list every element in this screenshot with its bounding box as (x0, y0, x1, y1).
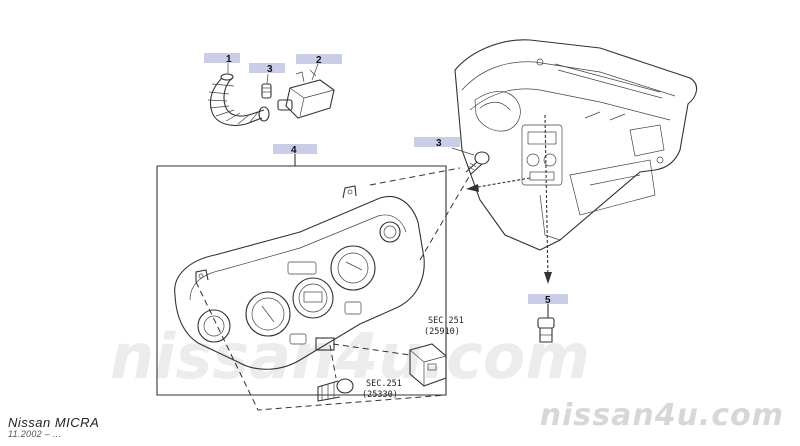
center-watermark: nissan4u.com (110, 320, 590, 393)
svg-text:5: 5 (545, 295, 551, 306)
leader-line (471, 177, 531, 189)
svg-text:3: 3 (436, 138, 442, 149)
part-5-bulb (537, 304, 555, 343)
switch-25910 (409, 343, 447, 387)
model-name: Nissan MICRA (8, 415, 100, 430)
svg-text:4: 4 (291, 145, 297, 156)
arrow-head (466, 184, 479, 192)
svg-text:2: 2 (316, 55, 322, 66)
switch-25330 (317, 378, 354, 402)
model-date: 11.2002 – ... (8, 429, 62, 439)
callout-1: 1 (204, 53, 240, 65)
leader-line (266, 73, 269, 85)
callout-5: 5 (528, 294, 568, 306)
callout-2: 2 (296, 54, 342, 66)
part-3-screw (465, 151, 490, 175)
leader-line (544, 114, 549, 281)
part-3-clip-upper (261, 83, 272, 99)
dashboard-illustration (454, 39, 698, 251)
dashed-leader (419, 174, 471, 261)
section-ref-title: SEC.251 (428, 316, 464, 326)
section-ref-code: (25330) (362, 390, 398, 400)
dashed-leader (369, 167, 461, 186)
section-ref-title: SEC.251 (366, 379, 402, 389)
dashed-leader (329, 344, 337, 379)
leader-line (311, 63, 319, 81)
dashed-leader (332, 343, 411, 356)
model-label: Nissan MICRA 11.2002 – ... (8, 415, 99, 439)
svg-text:1: 1 (226, 54, 232, 65)
section-ref-code: (25910) (424, 327, 460, 337)
part-2-connector (277, 69, 335, 119)
arrow-head (544, 272, 552, 284)
site-watermark: nissan4u.com (539, 398, 784, 433)
callout-3-upper: 3 (249, 63, 285, 75)
leader-line (451, 147, 475, 156)
part-1-duct-hose (207, 73, 270, 127)
callout-4: 4 (273, 144, 317, 156)
part-4-heater-control-unit (174, 185, 425, 370)
dashed-leader (195, 281, 447, 411)
callout-3-right: 3 (414, 137, 460, 149)
svg-text:3: 3 (267, 64, 273, 75)
